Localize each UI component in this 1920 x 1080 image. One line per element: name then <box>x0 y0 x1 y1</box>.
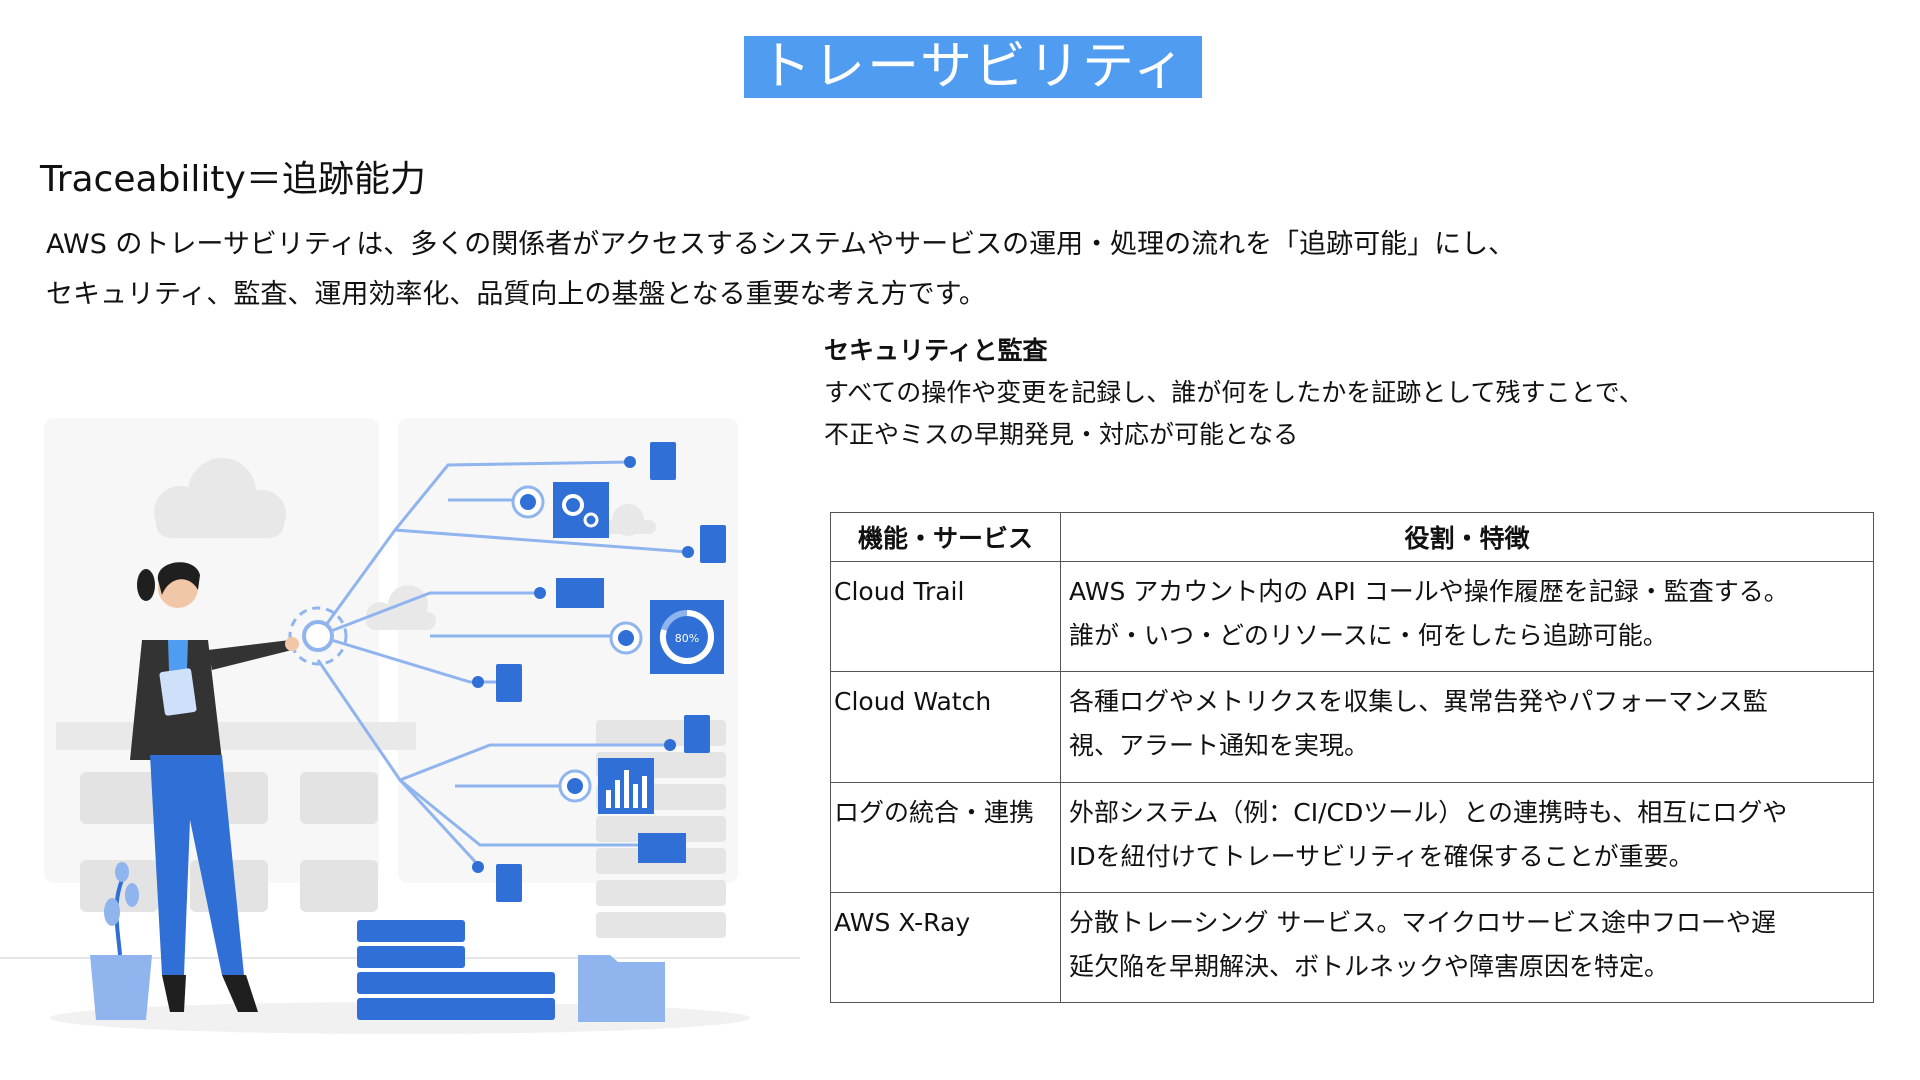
service-description: 分散トレーシング サービス。マイクロサービス途中フローや遅延欠陥を早期解決、ボト… <box>1060 891 1874 1004</box>
description-line: AWS アカウント内の API コールや操作履歴を記録・監査する。 <box>1069 577 1789 606</box>
table-row: ログの統合・連携 外部システム（例：CI/CDツール）との連携時も、相互にログや… <box>830 781 1874 893</box>
page-title: トレーサビリティ <box>744 36 1202 98</box>
service-name: Cloud Watch <box>830 671 1061 783</box>
gauge-panel: 80% <box>650 600 724 674</box>
column-header-service: 機能・サービス <box>830 512 1061 562</box>
window-icons <box>556 578 686 863</box>
target-nodes <box>288 485 643 803</box>
woman-figure <box>130 562 299 1012</box>
open-folder-icon <box>578 955 665 1022</box>
intro-text: AWS のトレーサビリティは、多くの関係者がアクセスするシステムやサービスの運用… <box>46 220 1846 320</box>
page-subtitle: Traceability＝追跡能力 <box>40 159 426 200</box>
gear-panel-icon <box>553 482 609 538</box>
gauge-label: 80% <box>675 632 699 645</box>
service-name: ログの統合・連携 <box>830 781 1061 893</box>
security-audit-section: セキュリティと監査 すべての操作や変更を記録し、誰が何をしたかを証跡として残すこ… <box>824 330 1874 456</box>
description-line: 各種ログやメトリクスを収集し、異常告発やパフォーマンス監 <box>1069 687 1768 717</box>
connection-lines <box>316 460 689 869</box>
section-line: すべての操作や変更を記録し、誰が何をしたかを証跡として残すことで、 <box>824 378 1644 407</box>
column-header-role: 役割・特徴 <box>1060 512 1874 562</box>
document-icons <box>496 442 726 902</box>
table-header-row: 機能・サービス 役割・特徴 <box>830 512 1874 562</box>
description-line: 延欠陥を早期解決、ボトルネックや障害原因を特定。 <box>1069 951 1670 981</box>
service-name: AWS X-Ray <box>830 891 1061 1004</box>
description-line: IDを紐付けてトレーサビリティを確保することが重要。 <box>1069 841 1694 871</box>
description-line: 外部システム（例：CI/CDツール）との連携時も、相互にログや <box>1069 797 1788 827</box>
service-name: Cloud Trail <box>830 560 1061 673</box>
storage-blocks-icon <box>357 920 555 1020</box>
bar-chart-icon <box>598 758 654 814</box>
table-row: AWS X-Ray 分散トレーシング サービス。マイクロサービス途中フローや遅延… <box>830 891 1874 1004</box>
services-table: 機能・サービス 役割・特徴 Cloud Trail AWS アカウント内の AP… <box>830 512 1874 1004</box>
service-description: AWS アカウント内の API コールや操作履歴を記録・監査する。誰が・いつ・ど… <box>1060 560 1874 673</box>
description-line: 視、アラート通知を実現。 <box>1069 731 1370 761</box>
intro-line: セキュリティ、監査、運用効率化、品質向上の基盤となる重要な考え方です。 <box>46 279 986 310</box>
intro-line: AWS のトレーサビリティは、多くの関係者がアクセスするシステムやサービスの運用… <box>46 229 1516 260</box>
plant-icon <box>90 862 152 1020</box>
table-row: Cloud Watch 各種ログやメトリクスを収集し、異常告発やパフォーマンス監… <box>830 671 1874 783</box>
section-heading: セキュリティと監査 <box>824 336 1048 365</box>
service-description: 外部システム（例：CI/CDツール）との連携時も、相互にログや IDを紐付けてトレ… <box>1060 781 1874 893</box>
description-line: 分散トレーシング サービス。マイクロサービス途中フローや遅 <box>1069 907 1776 937</box>
table-row: Cloud Trail AWS アカウント内の API コールや操作履歴を記録・… <box>830 560 1874 673</box>
traceability-illustration: 80% <box>0 418 800 1034</box>
cloud-icon <box>154 458 656 630</box>
service-description: 各種ログやメトリクスを収集し、異常告発やパフォーマンス監視、アラート通知を実現。 <box>1060 671 1874 783</box>
description-line: 誰が・いつ・どのリソースに・何をしたら追跡可能。 <box>1069 621 1668 650</box>
section-line: 不正やミスの早期発見・対応が可能となる <box>824 420 1299 449</box>
